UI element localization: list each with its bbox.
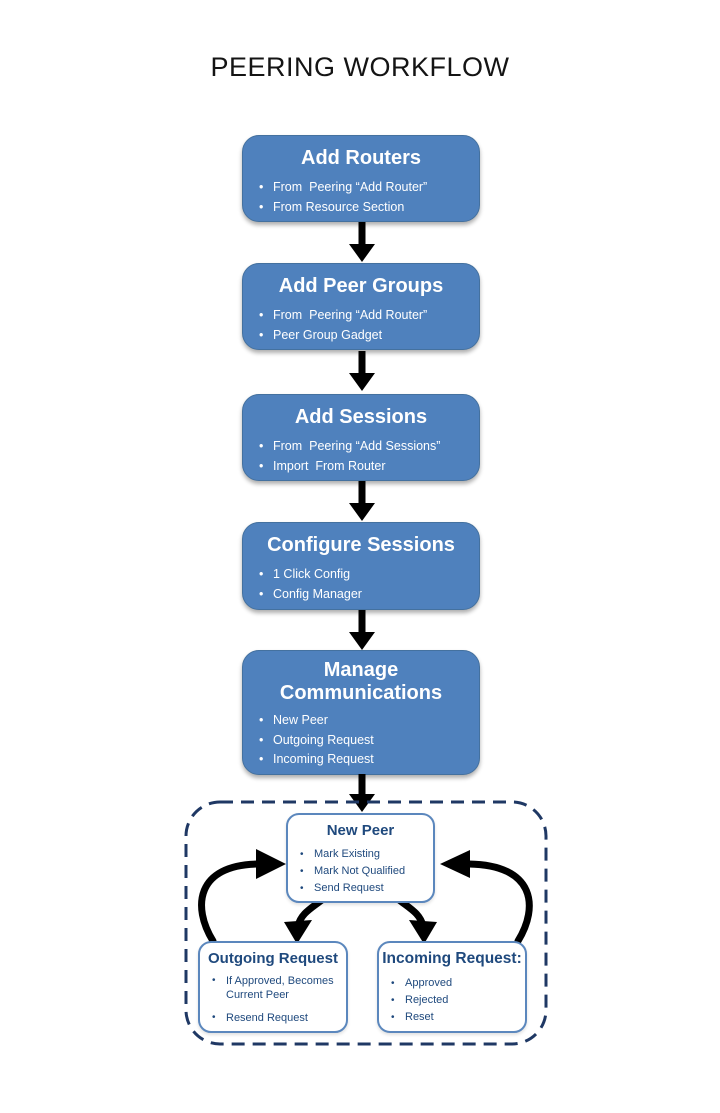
bullet-item: • Incoming Request: [259, 750, 473, 770]
bullet-glyph: •: [212, 1012, 216, 1023]
flow-box-add-routers: Add Routers • From Peering “Add Router” •…: [242, 135, 480, 222]
bullet-text: Incoming Request: [273, 752, 374, 766]
bullet-glyph: •: [259, 732, 264, 747]
bullet-item: • Peer Group Gadget: [259, 326, 473, 346]
flow-box-add-sessions: Add Sessions • From Peering “Add Sessions…: [242, 394, 480, 481]
bullet-text: Import From Router: [273, 458, 386, 473]
bullet-glyph: •: [259, 327, 264, 342]
bullet-glyph: •: [212, 975, 216, 986]
flow-box-title: Add Peer Groups: [278, 275, 444, 297]
bullet-item: • From Peering “Add Sessions”: [259, 437, 473, 457]
bullet-item: • Outgoing Request: [259, 731, 473, 751]
bullet-item: • From Peering “Add Router”: [259, 306, 473, 326]
flow-box-add-peer-groups: Add Peer Groups • From Peering “Add Route…: [242, 263, 480, 350]
bullet-glyph: •: [259, 180, 264, 194]
down-arrow-icon: [349, 774, 375, 812]
bullet-text: Approved: [405, 977, 453, 989]
bullet-text: New Peer: [273, 713, 328, 727]
bullet-text: Peer Group Gadget: [273, 327, 383, 342]
bullet-glyph: •: [259, 308, 264, 322]
detail-box-title: Incoming Request:: [382, 950, 522, 967]
flow-box-manage-communications: Manage Communications • New Peer • Outgoin…: [242, 650, 480, 775]
detail-box-incoming-request: Incoming Request: • Approved • Rejected • R…: [377, 941, 527, 1033]
page-title: PEERING WORKFLOW: [210, 52, 510, 82]
detail-box-title: Outgoing Request: [208, 950, 338, 967]
down-arrow-icon: [349, 610, 375, 650]
bullet-text: Resend Request: [226, 1012, 308, 1024]
detail-box-bullet-list: • If Approved, Becomes Current Peer • Rese…: [200, 974, 346, 1025]
detail-box-outgoing-request: Outgoing Request • If Approved, Becomes C…: [198, 941, 348, 1033]
detail-box-title: New Peer: [326, 822, 395, 839]
bullet-item: • Import From Router: [259, 457, 473, 477]
detail-box-bullet-list: • Approved • Rejected • Reset: [379, 975, 525, 1026]
bullet-item: • Config Manager: [259, 585, 473, 605]
flow-box-configure-sessions: Configure Sessions • 1 Click Config • Conf…: [242, 522, 480, 610]
curved-arrow-new-peer-to-outgoing: [284, 895, 327, 944]
bullet-text: Rejected: [405, 994, 449, 1006]
down-arrow-icon: [349, 481, 375, 521]
flow-box-bullet-list: • From Peering “Add Router” • Peer Group G…: [243, 306, 479, 345]
bullet-glyph: •: [300, 849, 304, 860]
bullet-glyph: •: [259, 458, 264, 473]
curved-arrow-outgoing-to-new-peer: [198, 849, 286, 945]
down-arrow-icon: [349, 351, 375, 391]
bullet-item: • Approved: [391, 975, 521, 992]
bullet-item: • 1 Click Config: [259, 565, 473, 585]
bullet-item: • Rejected: [391, 992, 521, 1009]
bullet-glyph: •: [391, 978, 395, 989]
bullet-text: Mark Existing: [314, 848, 381, 860]
bullet-glyph: •: [259, 713, 264, 727]
bullet-glyph: •: [259, 567, 264, 581]
bullet-text: Reset: [405, 1011, 434, 1023]
bullet-glyph: •: [300, 883, 304, 894]
bullet-text: From Peering “Add Sessions”: [273, 439, 441, 453]
bullet-item: • Mark Not Qualified: [300, 863, 429, 880]
bullet-text: 1 Click Config: [273, 567, 351, 581]
bullet-text: Mark Not Qualified: [314, 865, 406, 877]
flow-box-title: Manage Communications: [279, 659, 443, 704]
bullet-item: • Mark Existing: [300, 846, 429, 863]
bullet-text: From Peering “Add Router”: [273, 180, 428, 194]
bullet-glyph: •: [259, 439, 264, 453]
detail-box-bullet-list: • Mark Existing • Mark Not Qualified • Send…: [288, 846, 433, 897]
down-arrow-icon: [349, 222, 375, 262]
bullet-item: • From Peering “Add Router”: [259, 178, 473, 198]
bullet-glyph: •: [300, 866, 304, 877]
flow-box-title: Add Routers: [301, 147, 421, 169]
bullet-text: From Peering “Add Router”: [273, 308, 428, 322]
flow-box-bullet-list: • 1 Click Config • Config Manager: [243, 565, 479, 604]
bullet-glyph: •: [259, 199, 264, 214]
flow-box-bullet-list: • From Peering “Add Router” • From Resourc…: [243, 178, 479, 217]
flow-box-title: Configure Sessions: [267, 534, 455, 556]
communications-loop-dashed-border: [184, 800, 548, 1046]
bullet-text: Config Manager: [273, 586, 362, 601]
bullet-item: • If Approved, Becomes Current Peer: [212, 974, 342, 1002]
bullet-glyph: •: [391, 995, 395, 1006]
bullet-item: • New Peer: [259, 711, 473, 731]
bullet-item: • Send Request: [300, 880, 429, 897]
flow-box-bullet-list: • New Peer • Outgoing Request • Incoming Re…: [243, 711, 479, 770]
curved-arrow-incoming-to-new-peer: [440, 850, 533, 945]
bullet-text: Outgoing Request: [273, 732, 374, 747]
bullet-item: • From Resource Section: [259, 198, 473, 218]
bullet-glyph: •: [391, 1012, 395, 1023]
detail-box-new-peer: New Peer • Mark Existing • Mark Not Qualif…: [286, 813, 435, 903]
bullet-text: From Resource Section: [273, 199, 405, 214]
bullet-item: • Resend Request: [212, 1011, 342, 1025]
bullet-text: If Approved, Becomes Current Peer: [226, 975, 337, 1001]
bullet-text: Send Request: [314, 882, 384, 894]
flow-box-bullet-list: • From Peering “Add Sessions” • Import Fro…: [243, 437, 479, 476]
flow-box-title: Add Sessions: [294, 406, 428, 428]
curved-arrow-new-peer-to-incoming: [394, 895, 437, 944]
bullet-glyph: •: [259, 586, 264, 601]
bullet-glyph: •: [259, 752, 264, 766]
bullet-item: • Reset: [391, 1009, 521, 1026]
